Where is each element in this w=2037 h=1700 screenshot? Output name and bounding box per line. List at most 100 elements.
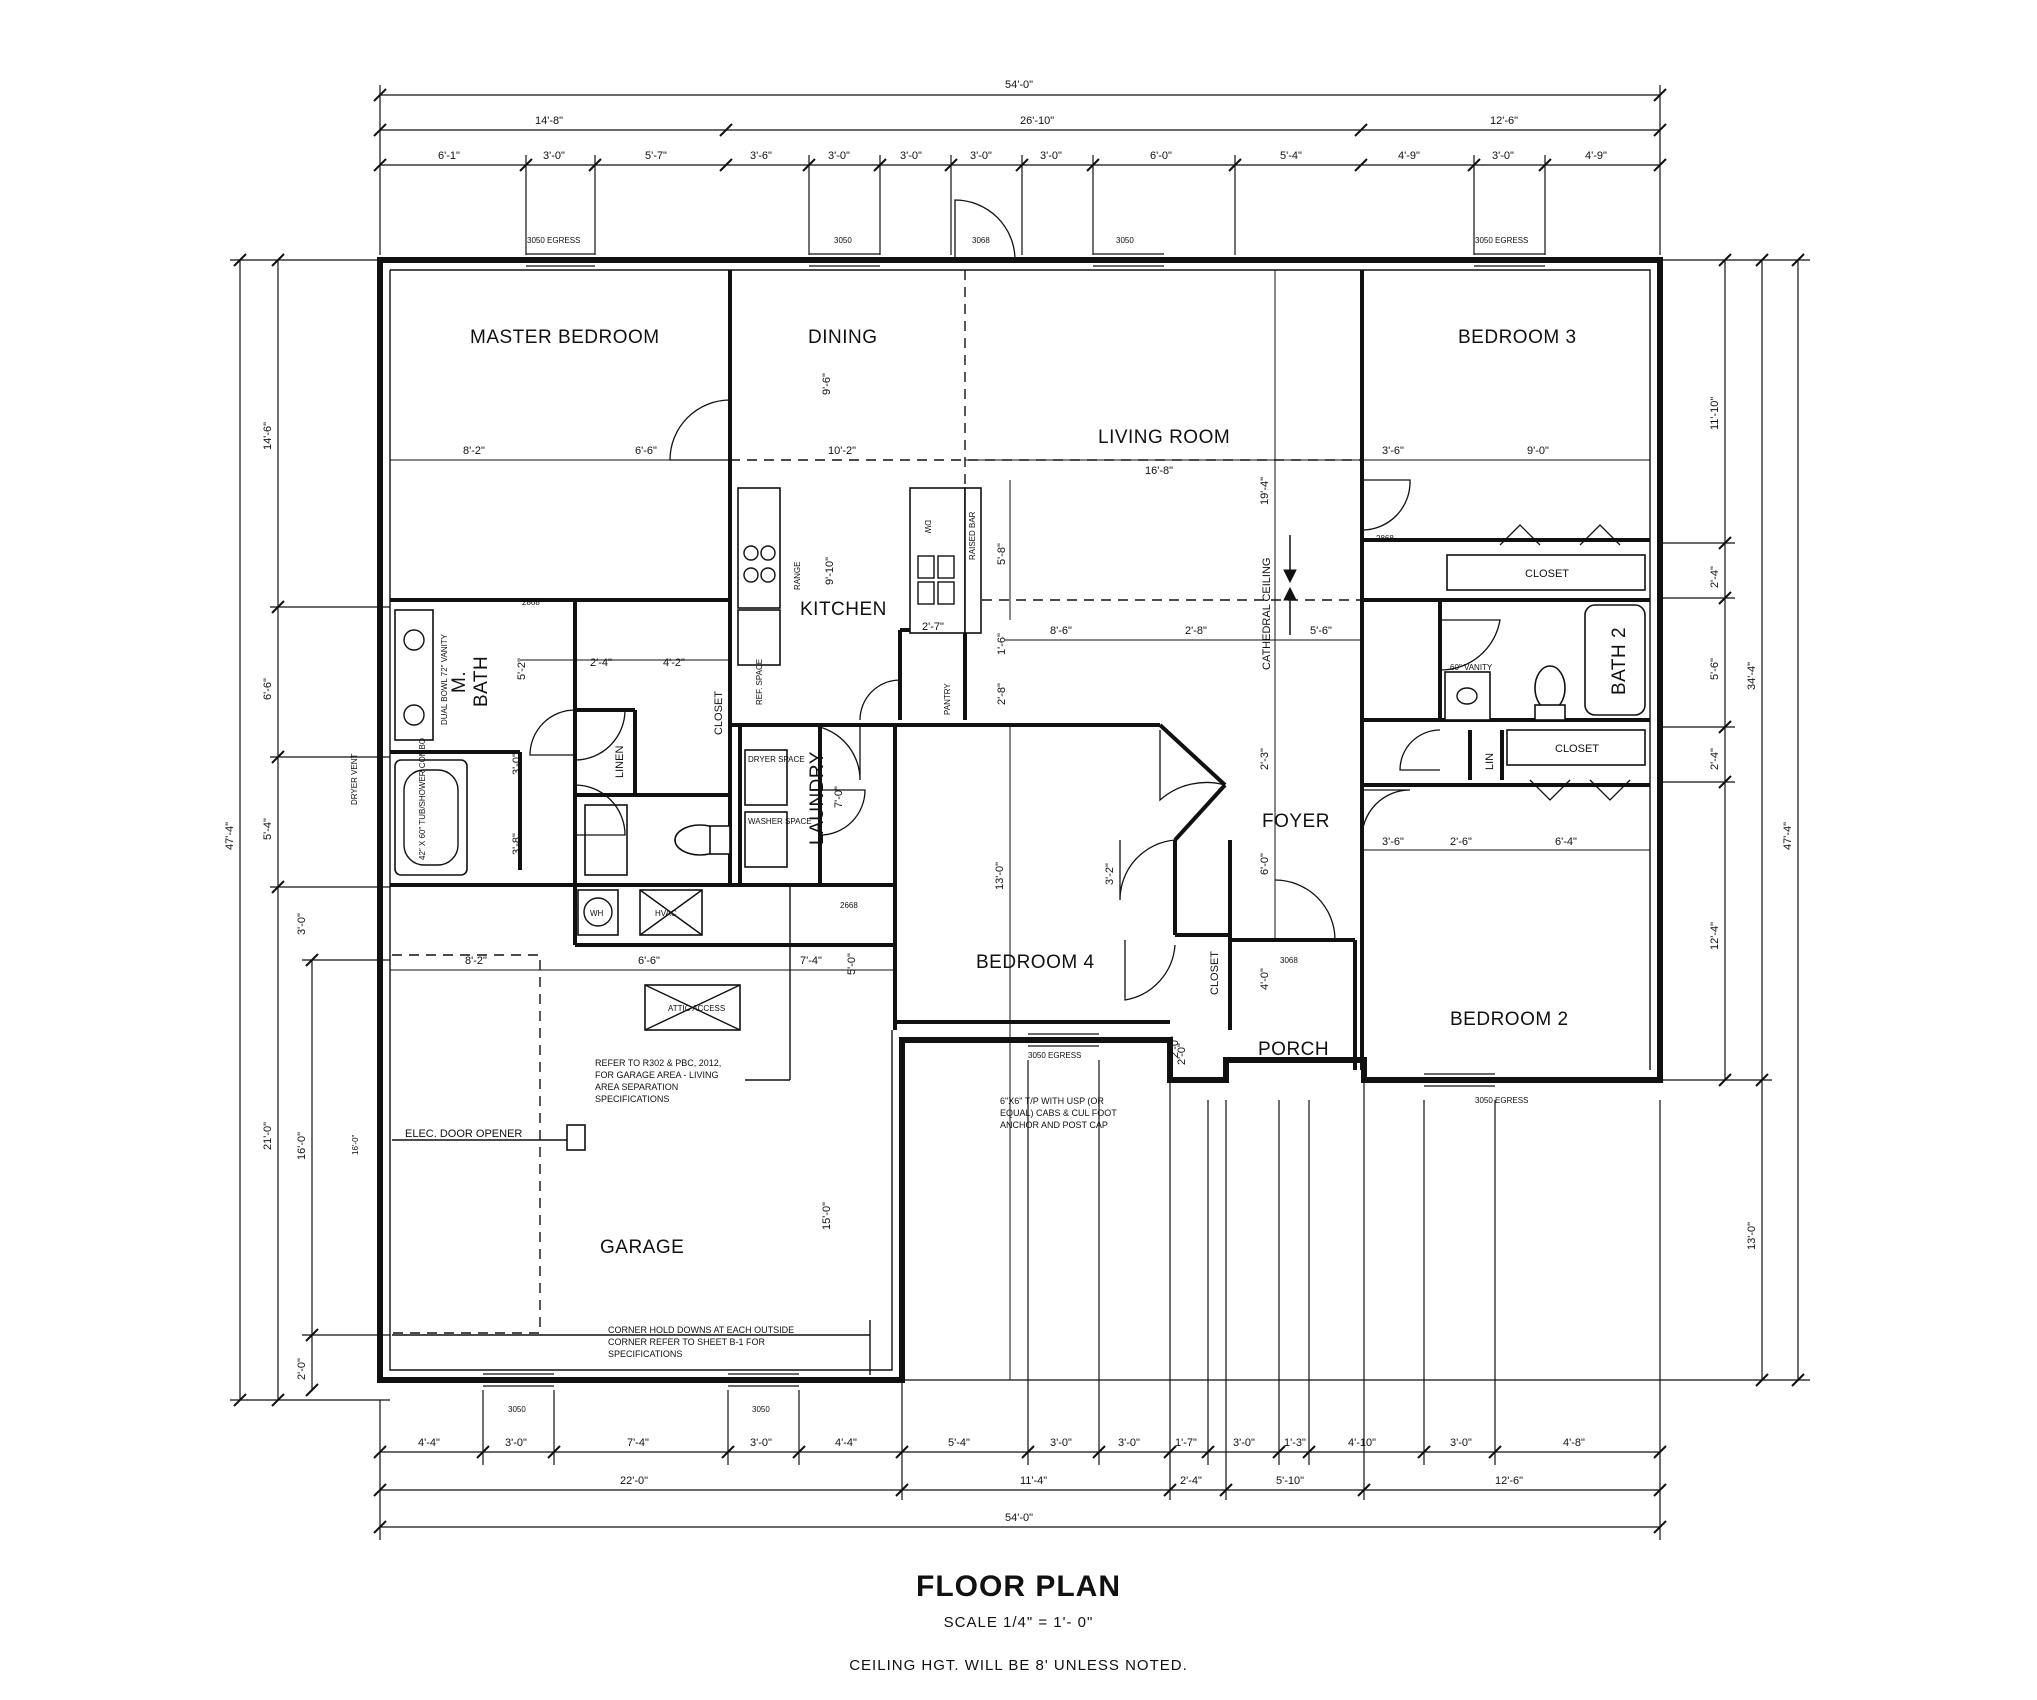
dim-top-d5: 3'-0" — [828, 150, 850, 162]
note-door-porch: 3068 — [1280, 956, 1298, 965]
note-post-2: EQUAL) CABS & CUL FOOT — [1000, 1108, 1117, 1118]
dim-gar-h: 15'-0" — [821, 1202, 833, 1230]
note-hold-3: SPECIFICATIONS — [608, 1349, 682, 1359]
room-label-porch: PORCH — [1258, 1039, 1329, 1060]
note-refer-3: AREA SEPARATION — [595, 1082, 678, 1092]
dim-bottom-b14: 4'-8" — [1563, 1437, 1585, 1449]
dim-bottom-b2: 3'-0" — [505, 1437, 527, 1449]
note-win-top-2: 3050 — [1116, 236, 1134, 245]
dim-right-r4: 2'-4" — [1709, 748, 1721, 770]
note-egress-top-right: 3050 EGRESS — [1475, 236, 1528, 245]
dim-bottom-m5: 12'-6" — [1495, 1475, 1523, 1487]
dim-left-overall: 47'-4" — [224, 822, 236, 850]
note-refer-1: REFER TO R302 & PBC, 2012, — [595, 1058, 721, 1068]
dim-mbath-e: 4'-2" — [663, 657, 685, 669]
dim-b2-b: 2'-6" — [1450, 836, 1472, 848]
title-block: FLOOR PLAN SCALE 1/4" = 1'- 0" CEILING H… — [0, 1570, 2037, 1674]
dim-gar-d: 5'-0" — [846, 953, 858, 975]
dim-left-l3: 5'-4" — [262, 818, 274, 840]
dim-mbath-c: 3'-8" — [511, 833, 523, 855]
room-label-closet-b4: CLOSET — [1209, 951, 1221, 995]
dim-top-d3: 5'-7" — [645, 150, 667, 162]
dim-right-r5: 12'-4" — [1709, 922, 1721, 950]
dim-bottom-b11: 1'-3" — [1284, 1437, 1306, 1449]
note-range: RANGE — [793, 562, 802, 590]
dim-bottom-b10: 3'-0" — [1233, 1437, 1255, 1449]
room-label-closet-b3: CLOSET — [1525, 568, 1569, 580]
dim-gar-b: 6'-6" — [638, 955, 660, 967]
dim-top-d11: 4'-9" — [1398, 150, 1420, 162]
notes: CATHEDRAL CEILING ELEC. DOOR OPENER ATTI… — [350, 236, 1528, 1414]
dim-mb-b: 6'-6" — [635, 445, 657, 457]
bottom-dimensions: 4'-4" 3'-0" 7'-4" 3'-0" 4'-4" 5'-4" 3'-0… — [418, 1437, 1585, 1524]
dim-bottom-m3: 2'-4" — [1180, 1475, 1202, 1487]
left-dimensions: 47'-4" 14'-6" 6'-6" 5'-4" 21'-0" 16'-0" … — [224, 422, 308, 1380]
dim-hall-b: 2'-8" — [1185, 625, 1207, 637]
dim-bottom-overall: 54'-0" — [1005, 1512, 1033, 1524]
dim-bottom-b1: 4'-4" — [418, 1437, 440, 1449]
dim-top-d9: 6'-0" — [1150, 150, 1172, 162]
dim-top-d6: 3'-0" — [900, 150, 922, 162]
dim-bottom-b7: 3'-0" — [1050, 1437, 1072, 1449]
dim-bottom-m1: 22'-0" — [620, 1475, 648, 1487]
dim-mbath-b: 3'-0" — [511, 753, 523, 775]
dim-hall-c: 5'-6" — [1310, 625, 1332, 637]
dim-bottom-m4: 5'-10" — [1276, 1475, 1304, 1487]
note-win-top-1: 3050 — [834, 236, 852, 245]
room-label-master-bedroom: MASTER BEDROOM — [470, 327, 660, 348]
dim-b4-b: 2'-0" — [1176, 1043, 1188, 1065]
room-label-m-bath-1: M. — [449, 671, 470, 693]
interior-dimension-labels: 8'-2" 6'-6" 10'-2" 9'-6" 16'-8" 19'-4" 3… — [463, 373, 1577, 1230]
note-dual-bowl: DUAL BOWL 72" VANITY — [440, 633, 449, 725]
dim-top-d8: 3'-0" — [1040, 150, 1062, 162]
dim-mbath-d: 2'-4" — [590, 657, 612, 669]
note-egress-b4: 3050 EGRESS — [1028, 1051, 1081, 1060]
dim-left-l1: 14'-6" — [262, 422, 274, 450]
note-pantry: PANTRY — [943, 683, 952, 715]
dim-b3-a: 3'-6" — [1382, 445, 1404, 457]
dim-bottom-b12: 4'-10" — [1348, 1437, 1376, 1449]
dim-gar-c: 7'-4" — [800, 955, 822, 967]
dim-mb-a: 8'-2" — [463, 445, 485, 457]
dim-bottom-b13: 3'-0" — [1450, 1437, 1472, 1449]
top-dimensions: 54'-0" 14'-8" 26'-10" 12'-6" 6'-1" 3'-0"… — [438, 79, 1607, 162]
note-elec-door-opener: ELEC. DOOR OPENER — [405, 1128, 522, 1140]
note-door-laundry: 2668 — [840, 901, 858, 910]
kitchen-fixtures — [737, 487, 982, 868]
dim-right-r6: 13'-0" — [1746, 1222, 1758, 1250]
dim-din-h: 9'-6" — [821, 373, 833, 395]
note-attic-access: ATTIC ACCESS — [668, 1004, 725, 1013]
note-egress-b2: 3050 EGRESS — [1475, 1096, 1528, 1105]
dim-left-l5: 16'-0" — [296, 1132, 308, 1160]
dim-left-l6: 3'-0" — [296, 913, 308, 935]
room-label-living-room: LIVING ROOM — [1098, 427, 1230, 448]
room-labels: MASTER BEDROOM DINING LIVING ROOM BEDROO… — [449, 327, 1630, 1258]
dim-right-r1: 11'-10" — [1709, 397, 1721, 430]
ceiling-height-note: CEILING HGT. WILL BE 8' UNLESS NOTED. — [849, 1657, 1188, 1674]
bath-fixtures — [394, 554, 1646, 1151]
note-washer: WASHER SPACE — [748, 817, 812, 826]
dim-bottom-b3: 7'-4" — [627, 1437, 649, 1449]
dim-bottom-b6: 5'-4" — [948, 1437, 970, 1449]
dim-top-d7: 3'-0" — [970, 150, 992, 162]
dim-hall-a: 8'-6" — [1050, 625, 1072, 637]
dim-mbath-a: 5'-2" — [516, 658, 528, 680]
plan-scale: SCALE 1/4" = 1'- 0" — [943, 1614, 1094, 1631]
dim-gar-a: 8'-2" — [465, 955, 487, 967]
dim-bar: 5'-8" — [996, 543, 1008, 565]
room-label-bedroom3: BEDROOM 3 — [1458, 327, 1577, 348]
dimension-lines — [230, 85, 1810, 1540]
dim-top-seg3: 12'-6" — [1490, 115, 1518, 127]
dim-right-r3: 5'-6" — [1709, 658, 1721, 680]
dim-right-r2: 2'-4" — [1709, 566, 1721, 588]
room-label-dining: DINING — [808, 327, 878, 348]
garage-door-outline — [392, 885, 871, 1375]
room-label-closet-b2: CLOSET — [1555, 743, 1599, 755]
dim-k-h: 9'-10" — [824, 557, 836, 585]
dim-bottom-b4: 3'-0" — [750, 1437, 772, 1449]
room-label-lin: LIN — [1484, 753, 1496, 770]
note-hvac: HVAC — [655, 909, 677, 918]
room-label-bedroom2: BEDROOM 2 — [1450, 1009, 1569, 1030]
note-win-bottom-2: 3050 — [752, 1405, 770, 1414]
room-label-kitchen: KITCHEN — [800, 599, 887, 620]
